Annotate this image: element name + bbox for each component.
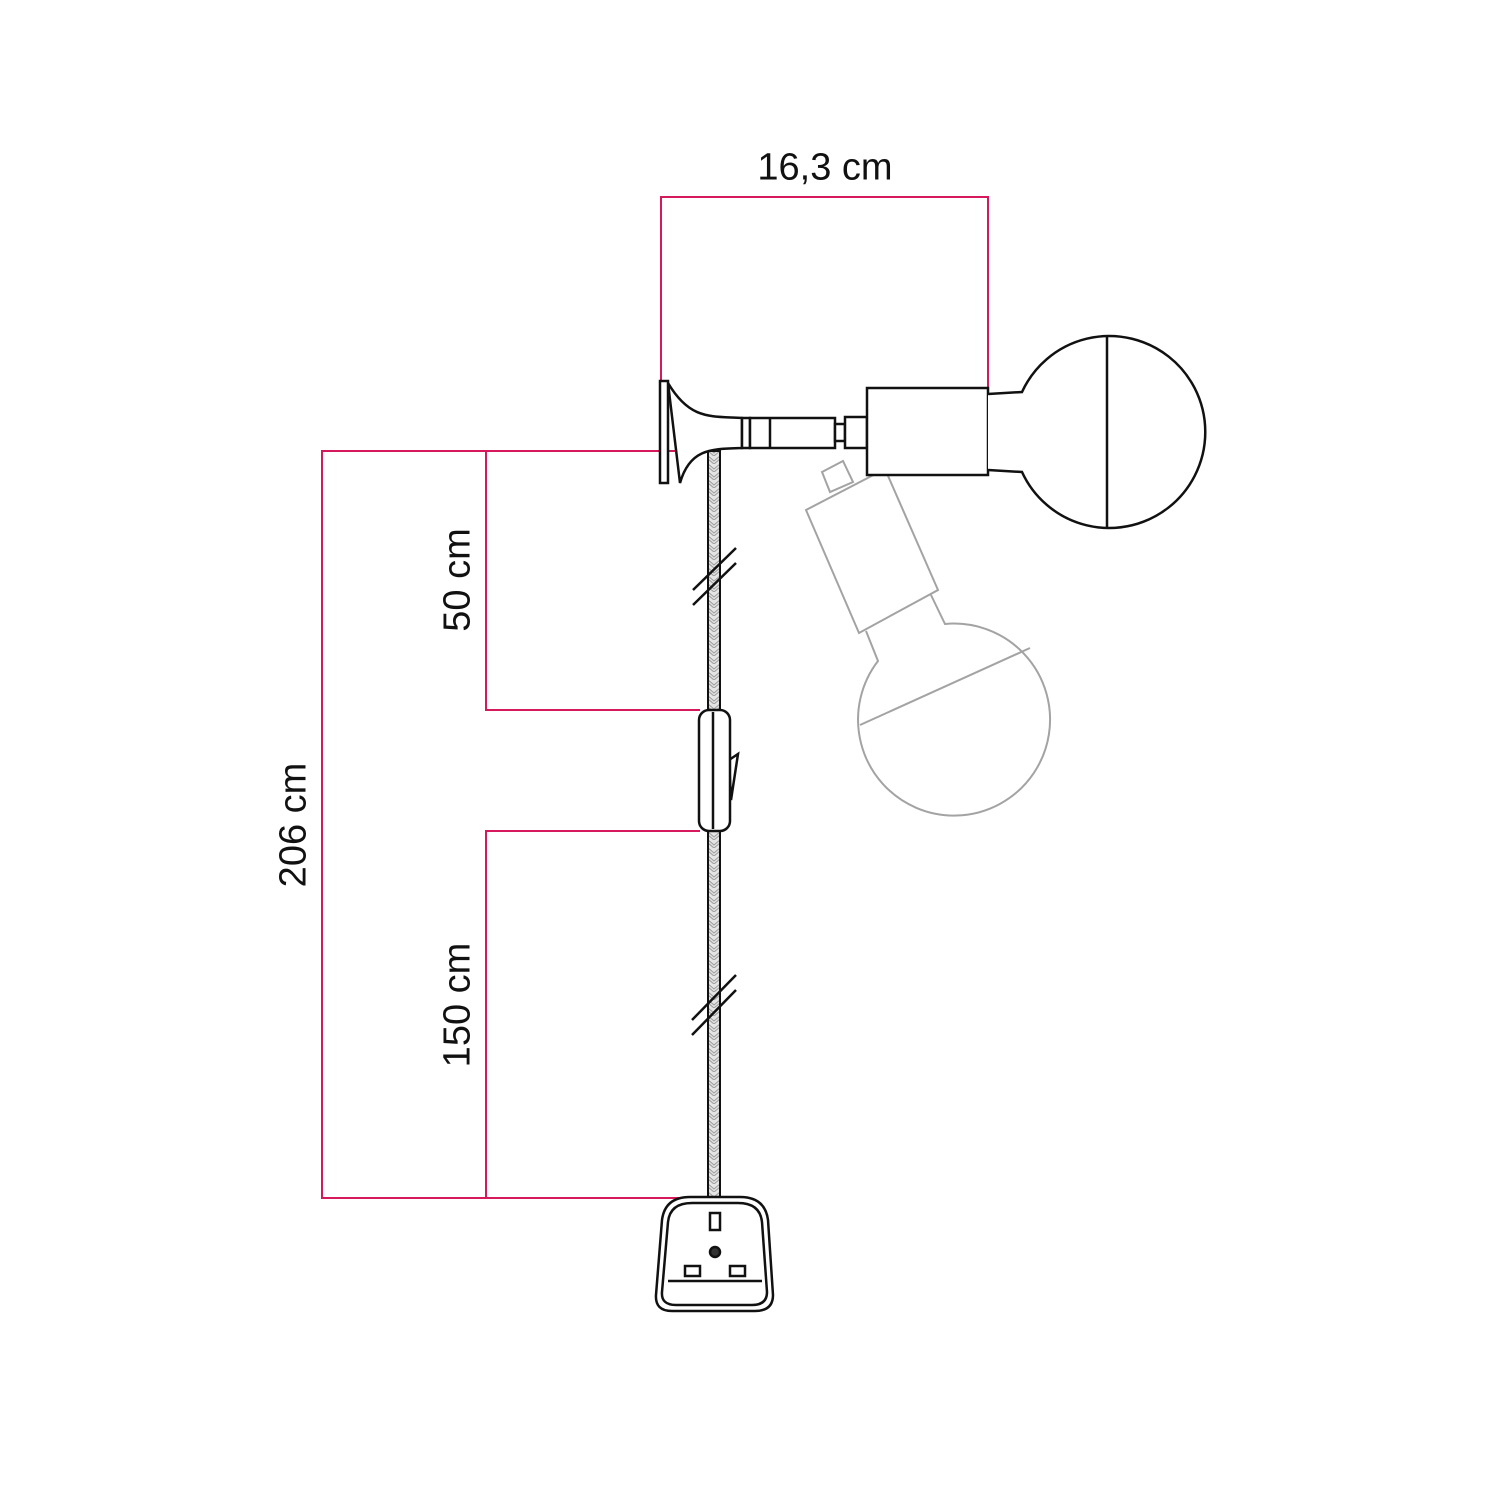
bulb	[987, 334, 1207, 530]
ghost-bulb	[857, 594, 1052, 817]
plug-neutral-pin	[728, 1264, 747, 1278]
ghost-socket	[804, 467, 940, 635]
ghost-connector	[820, 459, 855, 494]
total-length-label: 206 cm	[272, 762, 315, 888]
canopy-trumpet	[666, 382, 744, 484]
joint	[833, 422, 847, 443]
cord-lower	[707, 829, 721, 1201]
joint-collar	[843, 415, 869, 450]
lower-cord-label: 150 cm	[436, 942, 479, 1068]
canopy-plate	[658, 379, 670, 485]
uk-plug	[654, 1195, 775, 1313]
width-dimension-line	[660, 196, 989, 390]
inline-switch	[697, 708, 740, 833]
cord-break-mark-upper	[692, 547, 737, 606]
plug-earth-pin	[708, 1211, 722, 1232]
lower-cord-dimension-line	[485, 830, 700, 1198]
cord-break-mark-lower	[691, 974, 737, 1036]
tilted-lamp-ghost	[804, 459, 1052, 817]
upper-cord-dimension-line	[485, 451, 700, 711]
total-length-dimension-line	[321, 450, 700, 1199]
rod	[748, 416, 837, 450]
braided-cord	[691, 450, 737, 1201]
dimension-lines	[321, 196, 989, 1199]
ghost-bulb-line	[859, 647, 1031, 726]
lamp-socket	[865, 386, 990, 477]
switch-body	[697, 708, 732, 833]
wall-lamp	[658, 334, 1207, 530]
width-label: 16,3 cm	[757, 146, 893, 189]
plug-screw	[708, 1245, 722, 1259]
plug-live-pin	[683, 1264, 702, 1278]
upper-cord-label: 50 cm	[436, 528, 479, 632]
